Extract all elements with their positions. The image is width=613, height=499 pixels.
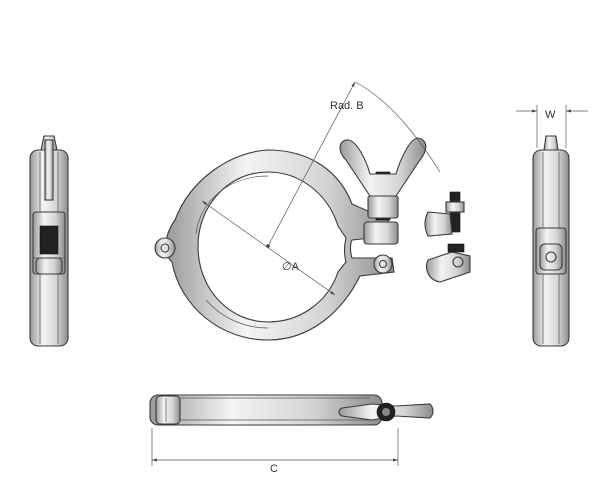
right-side-view — [532, 135, 570, 347]
wing-nut — [339, 137, 427, 197]
radius-label: Rad. B — [330, 100, 364, 112]
length-label: C — [270, 463, 278, 475]
bottom-view — [149, 394, 434, 426]
front-view — [154, 137, 427, 341]
dimension-length-c: C — [151, 428, 399, 475]
wing-nut-exploded-detail — [424, 191, 471, 283]
dimension-width-w: W — [516, 105, 588, 148]
dimension-diameter-a: ∅A — [201, 200, 336, 296]
left-side-view — [29, 135, 69, 347]
diameter-label: ∅A — [282, 261, 300, 273]
width-label: W — [545, 109, 556, 121]
dimension-radius-b: Rad. B — [266, 81, 441, 248]
